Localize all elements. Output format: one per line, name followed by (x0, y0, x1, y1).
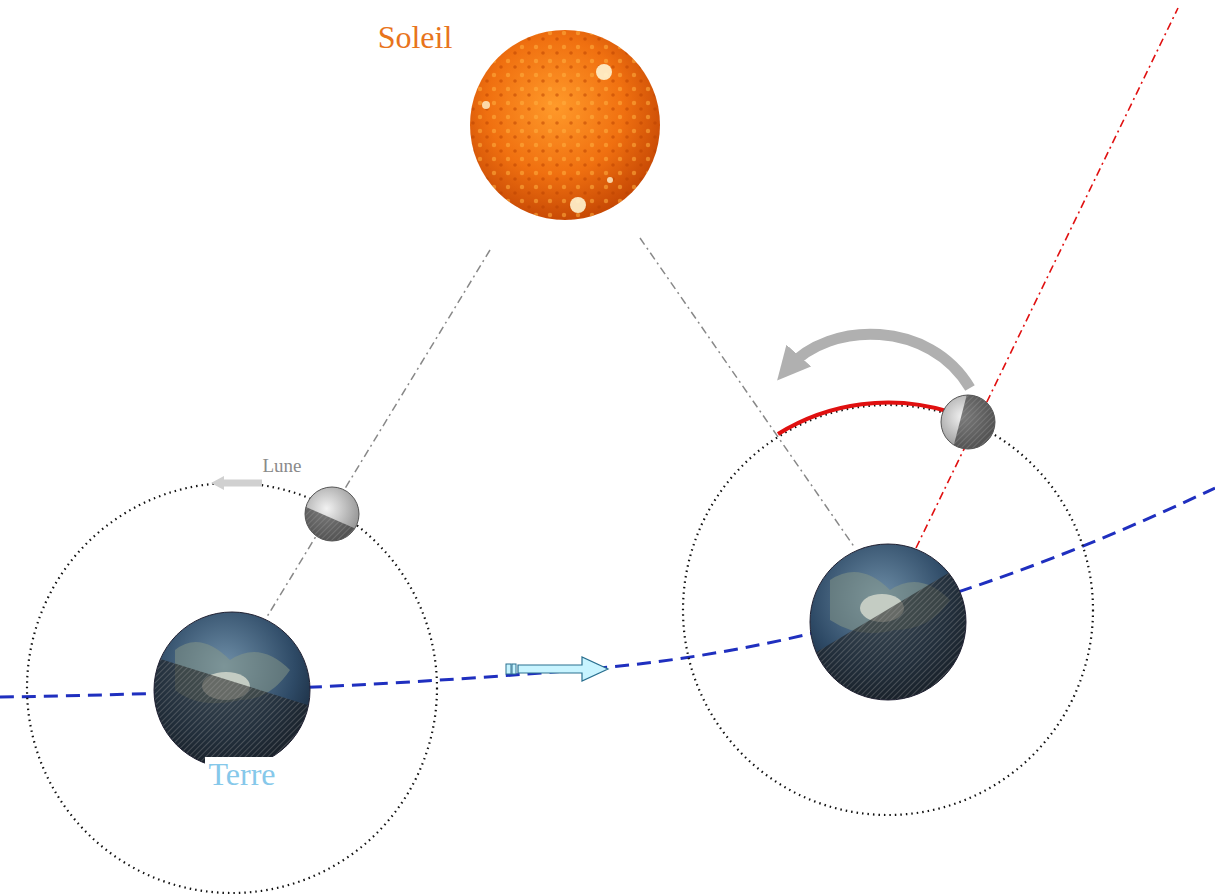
moon-label: Lune (259, 456, 304, 477)
sun-label: Soleil (375, 20, 456, 55)
earth-label: Terre (205, 757, 278, 792)
